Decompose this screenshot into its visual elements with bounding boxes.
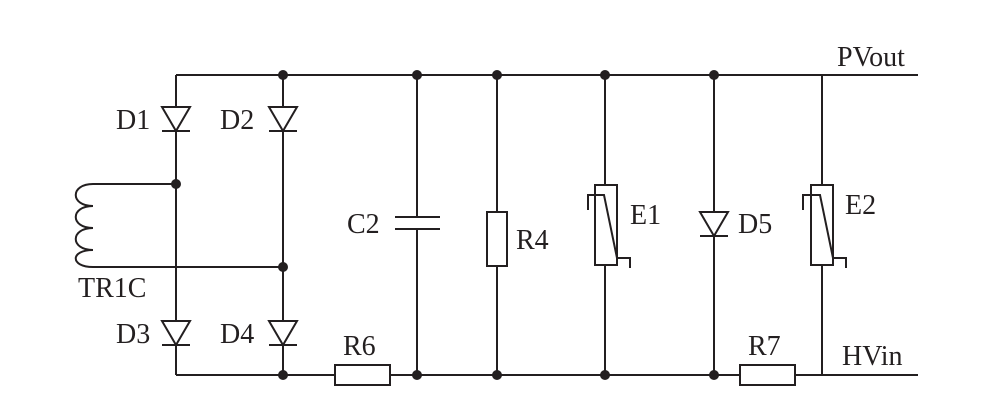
- diode-d4-symbol: [267, 320, 299, 347]
- junction-dot: [709, 370, 719, 380]
- junction-dot: [492, 370, 502, 380]
- diode-d1-symbol: [160, 106, 192, 133]
- label-e2: E2: [845, 190, 876, 221]
- junction-dot: [492, 70, 502, 80]
- label-tr1c: TR1C: [78, 273, 146, 304]
- label-d5: D5: [738, 209, 772, 240]
- label-r7: R7: [748, 331, 781, 362]
- resistor-r7-symbol: [739, 364, 796, 386]
- capacitor-c2-symbol: [395, 75, 440, 375]
- junction-dot: [600, 70, 610, 80]
- diode-d3-symbol: [160, 320, 192, 347]
- diode-d2-symbol: [267, 106, 299, 133]
- varistor-e1-symbol: [587, 75, 631, 375]
- junction-dot: [278, 70, 288, 80]
- diode-d5-symbol: [698, 75, 730, 375]
- label-pvout: PVout: [837, 42, 905, 73]
- junction-dot: [278, 262, 288, 272]
- junction-dot: [412, 70, 422, 80]
- label-hvin: HVin: [842, 341, 903, 372]
- junction-dot: [709, 70, 719, 80]
- junction-dots: [171, 70, 719, 380]
- label-d3: D3: [116, 319, 150, 350]
- label-r4: R4: [516, 225, 549, 256]
- resistor-r4-symbol: [486, 75, 508, 375]
- label-c2: C2: [347, 209, 380, 240]
- junction-dot: [171, 179, 181, 189]
- label-d2: D2: [220, 105, 254, 136]
- label-e1: E1: [630, 200, 661, 231]
- resistor-r6-symbol: [334, 364, 391, 386]
- transformer-winding-symbol: [74, 183, 283, 268]
- junction-dot: [412, 370, 422, 380]
- varistor-e2-symbol: [802, 75, 847, 375]
- junction-dot: [600, 370, 610, 380]
- label-d4: D4: [220, 319, 254, 350]
- junction-dot: [278, 370, 288, 380]
- label-r6: R6: [343, 331, 376, 362]
- label-d1: D1: [116, 105, 150, 136]
